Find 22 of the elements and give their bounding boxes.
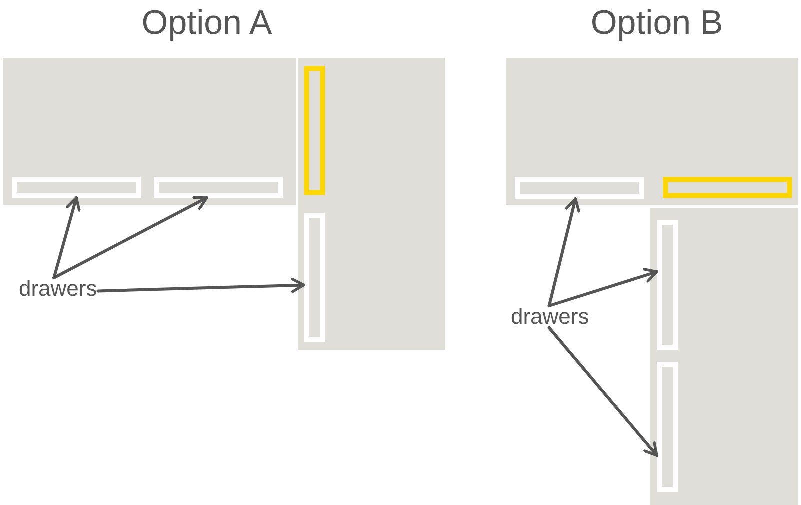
drawer-outline [12,177,141,198]
arrow [548,268,658,308]
drawer-outline [154,177,283,198]
drawer-outline [304,213,325,342]
arrow [52,196,208,280]
arrow [52,196,81,280]
counter-block [3,58,296,205]
highlighted-drawer-outline [304,66,325,195]
arrow [96,278,306,294]
counter-block [506,58,798,205]
option-heading: Option B [590,6,724,40]
counter-block [650,208,798,505]
counter-block [298,58,445,350]
arrow [548,198,580,308]
highlighted-drawer-outline [663,177,792,198]
callout-text: drawers [510,306,590,328]
drawer-outline [657,362,678,492]
arrow [548,326,658,458]
drawer-outline [657,220,678,350]
option-heading: Option A [142,6,272,40]
drawer-outline [515,177,644,199]
callout-text: drawers [18,278,98,300]
